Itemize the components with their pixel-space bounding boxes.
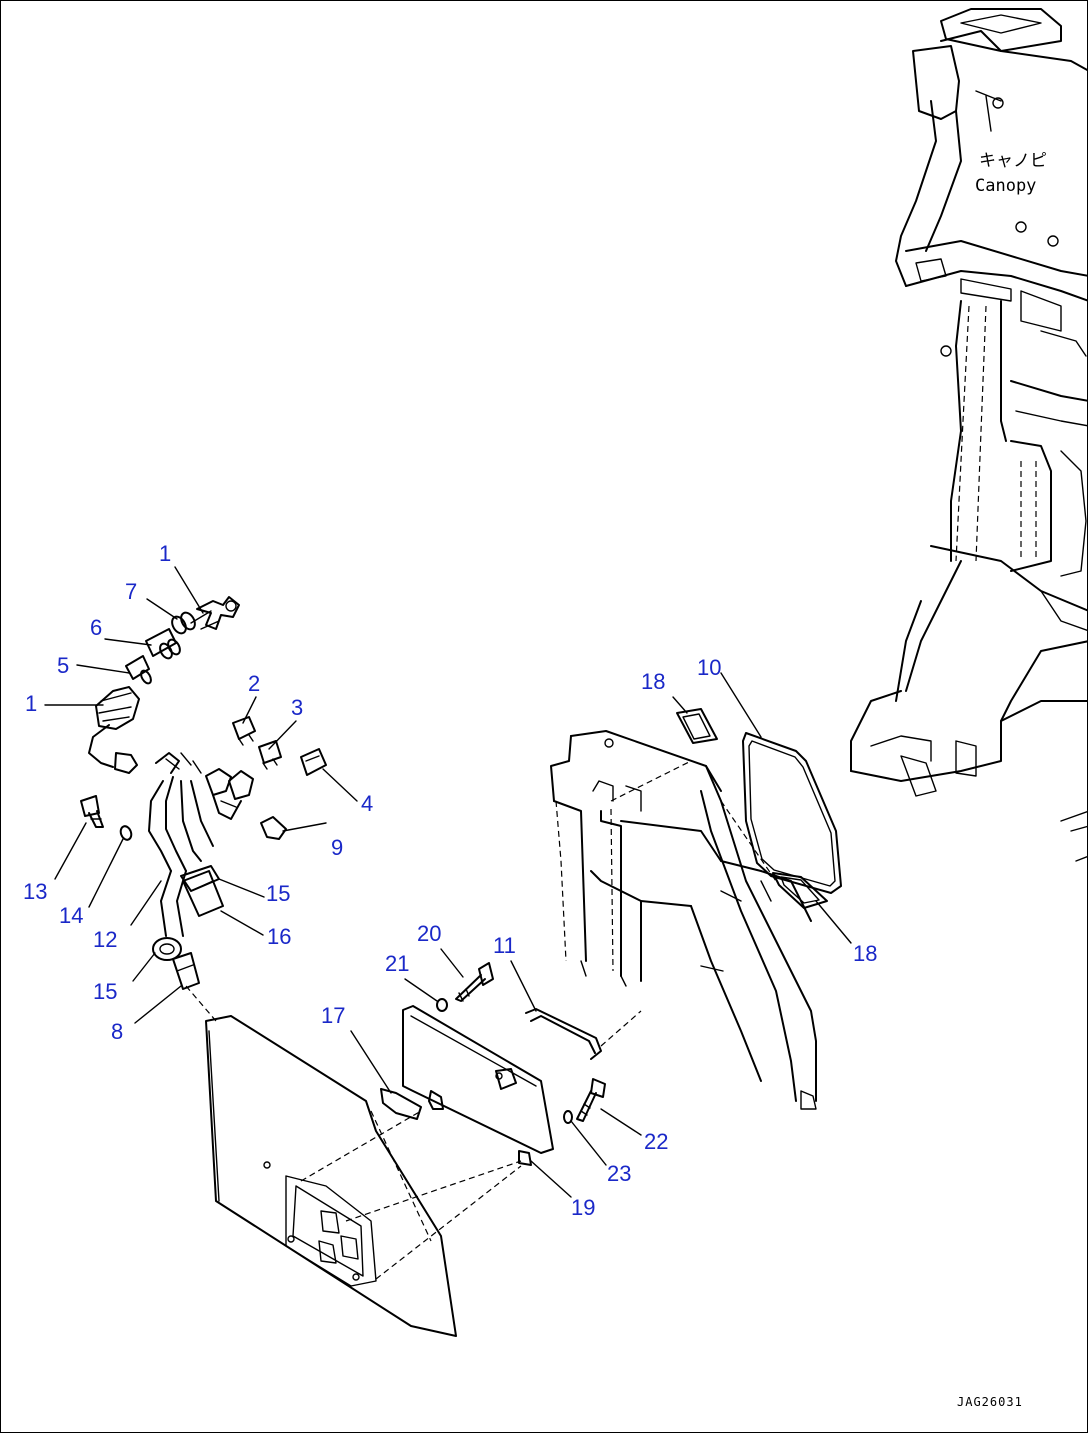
callout-18-lower: 18 [853, 941, 878, 966]
canopy-structure [850, 8, 1087, 862]
harness-12 [148, 752, 254, 937]
callout-6: 6 [90, 615, 103, 640]
callout-21: 21 [385, 951, 410, 976]
nut-5 [125, 655, 152, 685]
leader-bracket-to-plate-low [375, 1165, 522, 1280]
leader-connector-8-to-bracket [185, 985, 217, 1022]
center-cover-panel [550, 730, 817, 1110]
callout-12: 12 [93, 927, 118, 952]
leader-18-lower-to-panel [720, 800, 777, 882]
callout-22: 22 [644, 1129, 669, 1154]
connector-2 [232, 716, 256, 746]
lower-bracket-panel [205, 1015, 457, 1337]
callout-8: 8 [111, 1019, 124, 1044]
connector-4 [300, 748, 327, 776]
callout-10: 10 [697, 655, 722, 680]
washer-14 [119, 825, 133, 841]
clamp-16 [182, 870, 224, 917]
washer-23 [563, 1110, 573, 1124]
bolt-13 [80, 795, 104, 828]
window-seal-10 [742, 732, 842, 894]
washer-21 [436, 998, 448, 1012]
callout-18-upper: 18 [641, 669, 666, 694]
switch-1-lower [88, 686, 140, 774]
callout-20: 20 [417, 921, 442, 946]
connector-3 [258, 740, 282, 770]
callout-7: 7 [125, 579, 138, 604]
drawing-code: JAG26031 [957, 1395, 1023, 1409]
connector-9 [260, 816, 287, 840]
bolt-20 [455, 962, 494, 1002]
callout-16: 16 [267, 924, 292, 949]
bolt-22 [576, 1078, 606, 1122]
switch-1-upper [190, 596, 240, 630]
callout-19: 19 [571, 1195, 596, 1220]
callout-1-lower: 1 [25, 691, 38, 716]
callout-9: 9 [331, 835, 344, 860]
leader-18-upper-to-panel [610, 760, 692, 802]
callout-5: 5 [57, 653, 70, 678]
callout-4: 4 [361, 791, 374, 816]
grommet-15-lower [152, 937, 182, 961]
callout-1-upper: 1 [159, 541, 172, 566]
callout-15-lower: 15 [93, 979, 118, 1004]
spacer-17 [380, 1088, 422, 1120]
handle-11 [525, 1008, 602, 1060]
callout-15-upper: 15 [266, 881, 291, 906]
canopy-label-en: Canopy [975, 176, 1037, 196]
callout-14: 14 [59, 903, 84, 928]
callout-3: 3 [291, 695, 304, 720]
callout-11: 11 [493, 933, 516, 958]
canopy-label-jp: キャノピ [979, 151, 1047, 171]
plate-19 [402, 1005, 554, 1166]
leader-11-to-panel [600, 1010, 642, 1047]
leader-bracket-inner [370, 1110, 432, 1242]
callout-2: 2 [248, 671, 261, 696]
seal-18-lower [772, 872, 828, 909]
seal-18-upper [676, 708, 718, 744]
callout-17: 17 [321, 1003, 346, 1028]
callout-13: 13 [23, 879, 48, 904]
callout-leaders [44, 566, 852, 1198]
spacer-6 [145, 628, 181, 660]
connector-8 [172, 952, 200, 990]
callout-23: 23 [607, 1161, 632, 1186]
leader-bracket-to-plate-mid [300, 1110, 422, 1182]
o-ring-7 [171, 611, 196, 635]
leader-bracket-to-plate [345, 1160, 522, 1222]
